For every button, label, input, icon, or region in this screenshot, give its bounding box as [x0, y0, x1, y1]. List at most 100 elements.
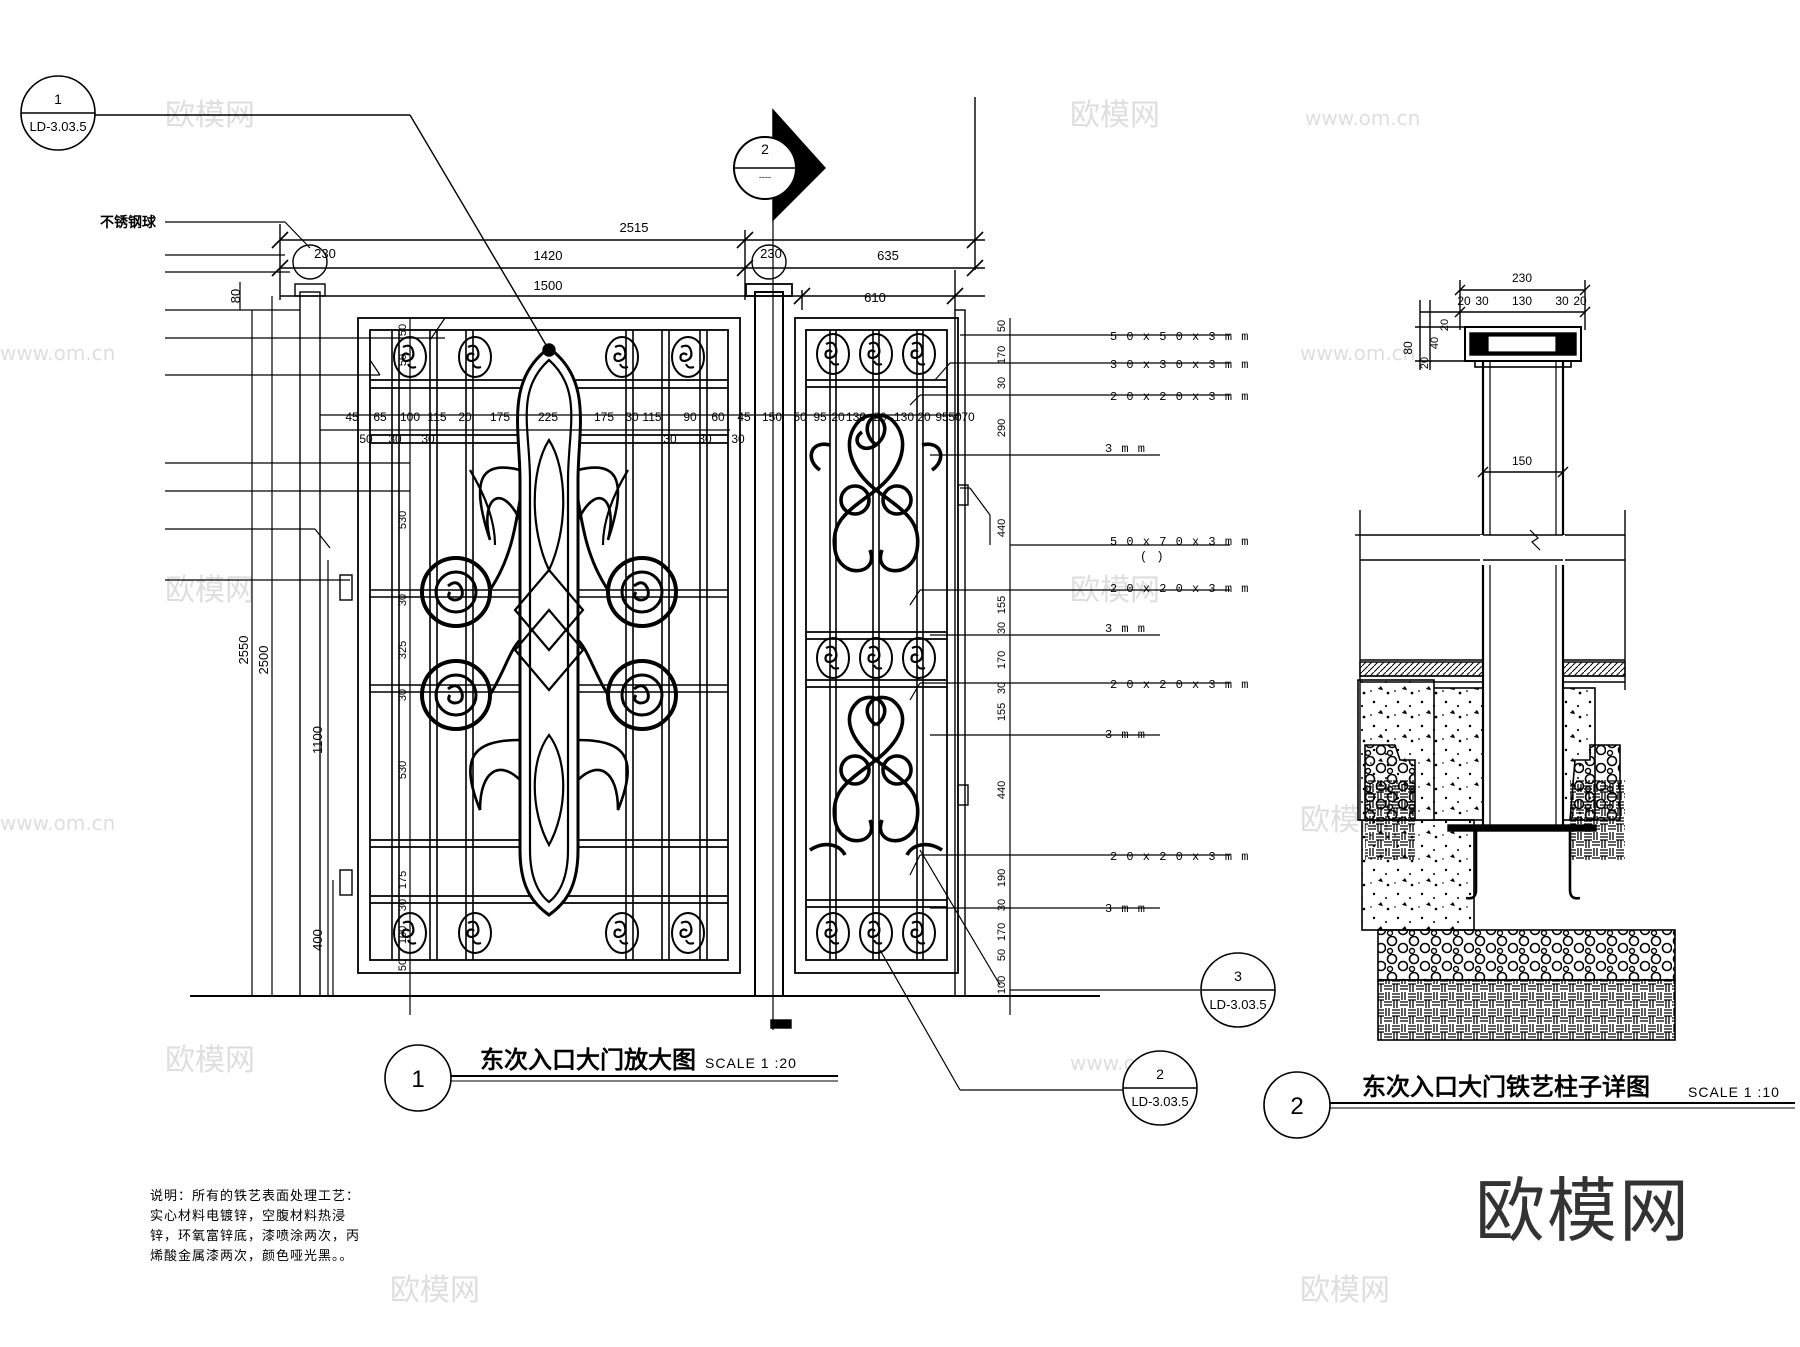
dim-label: 530	[397, 511, 409, 529]
material-callout-label: 3 m m	[1105, 622, 1146, 636]
post-scale: SCALE 1 :10	[1688, 1084, 1780, 1100]
watermark-logo: 欧模网	[1300, 1273, 1390, 1308]
dim-label: 50	[793, 410, 807, 424]
dim-total-width: 2515	[620, 220, 649, 235]
dim-label: 30	[996, 682, 1008, 694]
dim-label: 100	[400, 410, 420, 424]
dim-label: 30	[996, 377, 1008, 389]
note-line: 说明：所有的铁艺表面处理工艺：	[150, 1189, 361, 1204]
watermark-logo: 欧模网	[1070, 98, 1160, 133]
dim-label: 30	[996, 622, 1008, 634]
watermark-logo: 欧模网	[165, 573, 255, 608]
dim-inner-right: 610	[864, 290, 886, 305]
dim-label: 60	[711, 410, 725, 424]
dim-label: 100	[996, 976, 1008, 994]
note-line: 烯酸金属漆两次，颜色哑光黑。。	[150, 1249, 354, 1264]
dim-label: 30	[421, 432, 435, 446]
dim-label: 30	[388, 432, 402, 446]
dim-label: 170	[996, 346, 1008, 364]
dim-label: 30	[625, 410, 639, 424]
dim-label: 45	[345, 410, 359, 424]
ref-bubble-3	[1200, 952, 1276, 1028]
right-panel-vertical-dims: 5017030290440155301703015544019030170501…	[996, 320, 1008, 994]
gate-elevation	[90, 97, 1230, 1091]
dim-label: 530	[397, 761, 409, 779]
brand-logo: 欧模网	[1475, 1170, 1691, 1252]
dim-label: 150	[762, 410, 782, 424]
dim-label: 30	[397, 689, 409, 701]
material-callout-label: 2 0 x 2 0 x 3 m m	[1110, 390, 1249, 404]
post-dim-side-cap: 80	[1401, 341, 1415, 355]
ref-bubble-2b	[1122, 1050, 1198, 1126]
post-title-block	[1263, 1071, 1795, 1139]
dim-label: 30	[996, 899, 1008, 911]
dim-label: 115	[427, 410, 446, 424]
dim-label: 95	[935, 410, 949, 424]
watermark-url: www.om.cn	[0, 341, 115, 365]
dim-label: 440	[996, 781, 1008, 799]
post-dim-e: 20	[1573, 294, 1587, 308]
material-callout-label: 2 0 x 2 0 x 3 m m	[1110, 850, 1249, 864]
ref-1-sheet: LD-3.03.5	[29, 119, 86, 134]
post-dim-d: 30	[1555, 294, 1569, 308]
gate-scale: SCALE 1 :20	[705, 1055, 797, 1071]
dim-right-width: 635	[877, 248, 899, 263]
ref-bubble-1	[20, 75, 96, 151]
post-dim-a: 20	[1457, 294, 1471, 308]
dim-side-total: 2550	[236, 636, 251, 665]
watermark-url: www.om.cn	[0, 811, 115, 835]
dim-label: 30	[397, 899, 409, 911]
dim-label: 65	[373, 410, 387, 424]
ref-4-sheet: LD-3.03.5	[1131, 1094, 1188, 1109]
dim-label: 175	[397, 871, 409, 889]
material-callout-label: 3 m m	[1105, 442, 1146, 456]
material-callout-label: 2 0 x 2 0 x 3 m m	[1110, 678, 1249, 692]
dim-label: 50	[996, 320, 1008, 332]
dim-label: 50	[397, 959, 409, 971]
dim-label: 175	[490, 410, 510, 424]
notes-block: 说明：所有的铁艺表面处理工艺： 实心材料电镀锌，空腹材料热浸 锌，环氧富锌底，漆…	[150, 1187, 410, 1267]
dim-label: 20	[873, 410, 887, 424]
watermark-logo: 欧模网	[165, 1043, 255, 1078]
dim-label: 155	[996, 703, 1008, 721]
dim-side-height: 2500	[256, 646, 271, 675]
post-dim-width: 150	[1512, 454, 1532, 468]
dim-label: 20	[917, 410, 931, 424]
dim-label: 325	[397, 641, 409, 659]
dim-label: 70	[961, 410, 975, 424]
ref-2-sheet: ----	[759, 172, 771, 182]
dim-label: 440	[996, 519, 1008, 537]
post-dim-width-total: 230	[1512, 271, 1532, 285]
gate-title-block	[384, 1044, 838, 1112]
dim-side-cap: 80	[228, 289, 243, 303]
note-line: 锌，环氧富锌底，漆喷涂两次，丙	[150, 1229, 361, 1244]
dim-side-mid: 1100	[310, 726, 325, 754]
dim-label: 190	[996, 869, 1008, 887]
dim-label: 50	[359, 432, 373, 446]
dim-post-left: 230	[314, 246, 336, 261]
post-dim-side-c: 20	[1439, 319, 1451, 331]
material-callout-label: 3 0 x 3 0 x 3 m m	[1110, 358, 1249, 372]
ref-2-num: 2	[761, 141, 769, 157]
post-title-number: 2	[1290, 1093, 1303, 1120]
ref-4-num: 2	[1156, 1066, 1164, 1082]
dim-label: 45	[737, 410, 751, 424]
material-callout-label: 5 0 x 7 0 x 3 m m	[1110, 535, 1249, 549]
material-callouts: 5 0 x 5 0 x 3 m m3 0 x 3 0 x 3 m m2 0 x …	[1105, 330, 1249, 916]
material-callout-label: 3 m m	[1105, 902, 1146, 916]
post-title: 东次入口大门铁艺柱子详图	[1362, 1073, 1650, 1101]
dim-label: 115	[642, 410, 661, 424]
post-dim-b: 30	[1475, 294, 1489, 308]
dim-label: 155	[996, 596, 1008, 614]
material-callout-label: 3 m m	[1105, 728, 1146, 742]
watermark-url: www.om.cn	[1300, 341, 1415, 365]
dim-label: 170	[996, 651, 1008, 669]
dim-label: 100	[397, 926, 409, 944]
dim-label: 95	[813, 410, 827, 424]
dim-label: 170	[996, 923, 1008, 941]
dim-label: 50	[948, 410, 962, 424]
